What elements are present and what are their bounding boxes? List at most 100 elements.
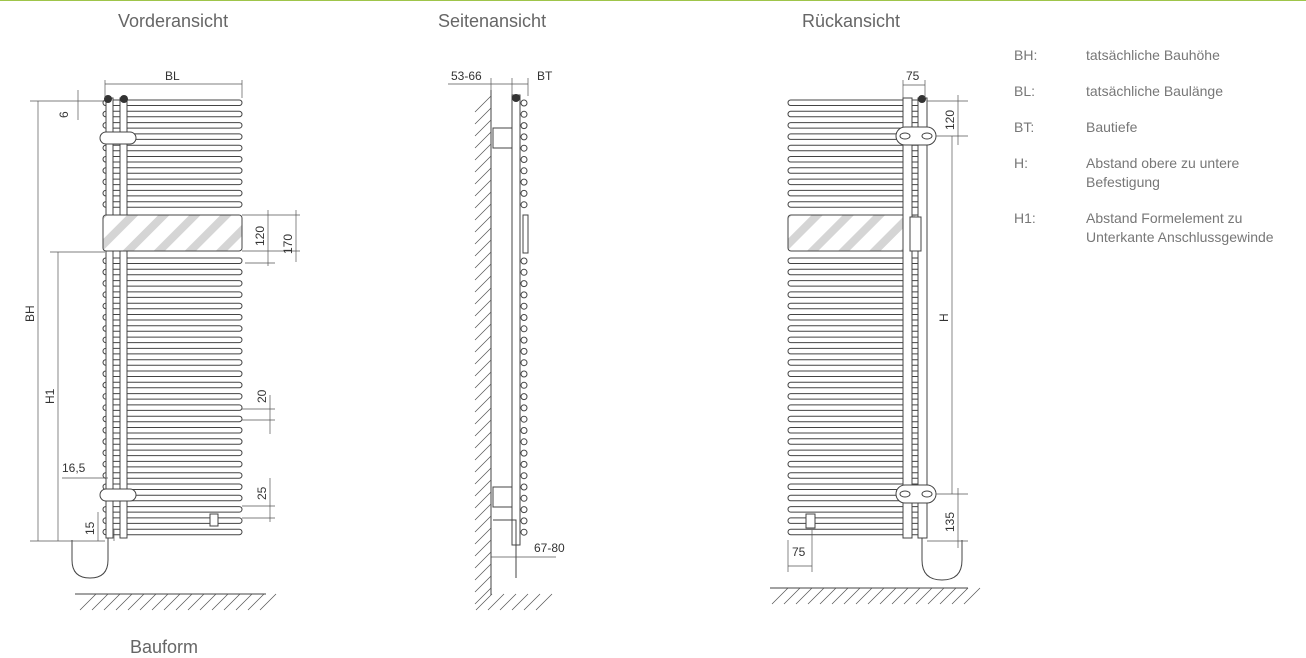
hatch-stroke (499, 593, 517, 611)
legend-desc: Abstand obere zu untere Befestigung (1086, 155, 1240, 190)
heating-tube (102, 178, 243, 186)
heating-tube (102, 110, 243, 118)
hatch-stroke (163, 593, 181, 611)
hatch-stroke (474, 251, 492, 269)
legend-key: BT: (1014, 119, 1035, 135)
front-bars (102, 99, 243, 536)
legend-key: H1: (1014, 210, 1036, 226)
heating-tube (102, 483, 243, 490)
heating-tube (102, 528, 243, 536)
hatch-stroke (903, 587, 921, 605)
heating-tube (102, 99, 243, 106)
tube-section (520, 494, 528, 502)
front-cap-left (104, 95, 112, 103)
front-bracket-top (99, 131, 137, 145)
hatch-stroke (474, 263, 492, 281)
hatch-stroke (927, 587, 945, 605)
side-wall-hatch (474, 95, 553, 611)
hatch-stroke (915, 587, 933, 605)
hatch-stroke (127, 593, 145, 611)
hatch-stroke (474, 167, 492, 185)
tube-section (520, 370, 528, 378)
hatch-stroke (474, 215, 492, 233)
hatch-stroke (474, 239, 492, 257)
hatch-stroke (474, 131, 492, 149)
heating-tube (102, 325, 243, 332)
tube-section (520, 336, 528, 344)
hatch-stroke (474, 119, 492, 137)
tube-section (520, 460, 528, 468)
dim-bh-label: BH (23, 305, 37, 322)
heating-tube (102, 156, 243, 163)
dim-25-label: 25 (255, 486, 269, 500)
hatch-stroke (951, 587, 969, 605)
hatch-stroke (474, 155, 492, 173)
hatch-stroke (223, 593, 241, 611)
heating-tube (102, 347, 243, 355)
legend-row-bl: BL: tatsächliche Baulänge (1014, 82, 1304, 101)
tube-section (520, 472, 528, 480)
legend-desc: tatsächliche Baulänge (1086, 83, 1223, 99)
hatch-stroke (819, 587, 837, 605)
heating-tube (102, 359, 243, 366)
side-view: 53-66 BT 67-80 (448, 69, 565, 611)
tube-section (520, 133, 528, 141)
heating-tube (102, 517, 243, 524)
hatch-stroke (79, 593, 97, 611)
hatch-stroke (474, 419, 492, 437)
back-view-title: Rückansicht (802, 11, 901, 31)
tube-section (520, 359, 528, 367)
back-connection-pipe (921, 538, 963, 581)
hatch-stroke (831, 587, 849, 605)
hatch-stroke (91, 593, 109, 611)
hatch-stroke (474, 323, 492, 341)
dim-bt-label: BT (537, 69, 553, 83)
heating-tube (102, 393, 243, 400)
legend-key: H: (1014, 155, 1028, 171)
tube-section (520, 110, 528, 118)
back-bars (787, 99, 928, 536)
hatch-stroke (783, 587, 801, 605)
hatch-stroke (235, 593, 253, 611)
heating-tube (102, 302, 243, 310)
hatch-stroke (474, 587, 492, 605)
side-view-title: Seitenansicht (438, 11, 547, 31)
back-form-mount (909, 216, 922, 252)
dim-h-label: H (937, 313, 951, 322)
side-bracket-bottom (492, 486, 513, 508)
heating-tube (102, 427, 243, 434)
legend-desc: tatsächliche Bauhöhe (1086, 47, 1220, 63)
tube-section (520, 506, 528, 514)
hatch-stroke (474, 551, 492, 569)
tube-section (520, 268, 528, 276)
legend-desc: Abstand Formelement zu Unterkante Anschl… (1086, 210, 1274, 245)
heating-tube (102, 144, 243, 152)
tube-section (520, 156, 528, 163)
tube-section (520, 291, 528, 299)
dim-bl-label: BL (165, 69, 180, 83)
tube-section (520, 483, 528, 491)
hatch-stroke (474, 179, 492, 197)
back-view: 75 120 H 135 75 (770, 69, 981, 605)
heating-tube (102, 189, 243, 197)
heating-tube (102, 449, 243, 457)
heating-tube (102, 257, 243, 264)
front-view-title: Vorderansicht (118, 11, 229, 31)
heating-tube (102, 201, 243, 208)
back-floor-hatch (771, 587, 981, 605)
heating-tube (102, 381, 243, 389)
tube-section (520, 393, 528, 401)
hatch-stroke (474, 311, 492, 329)
heating-tube (102, 314, 243, 321)
tube-section (520, 178, 528, 186)
hatch-stroke (474, 107, 492, 125)
dim-15-label: 15 (83, 521, 97, 535)
tube-section (520, 167, 528, 175)
hatch-stroke (795, 587, 813, 605)
tube-section (520, 257, 528, 265)
tube-section (520, 528, 528, 536)
hatch-stroke (474, 347, 492, 365)
hatch-stroke (187, 593, 205, 611)
legend-row-bt: BT: Bautiefe (1014, 118, 1304, 137)
side-collector (511, 94, 521, 546)
